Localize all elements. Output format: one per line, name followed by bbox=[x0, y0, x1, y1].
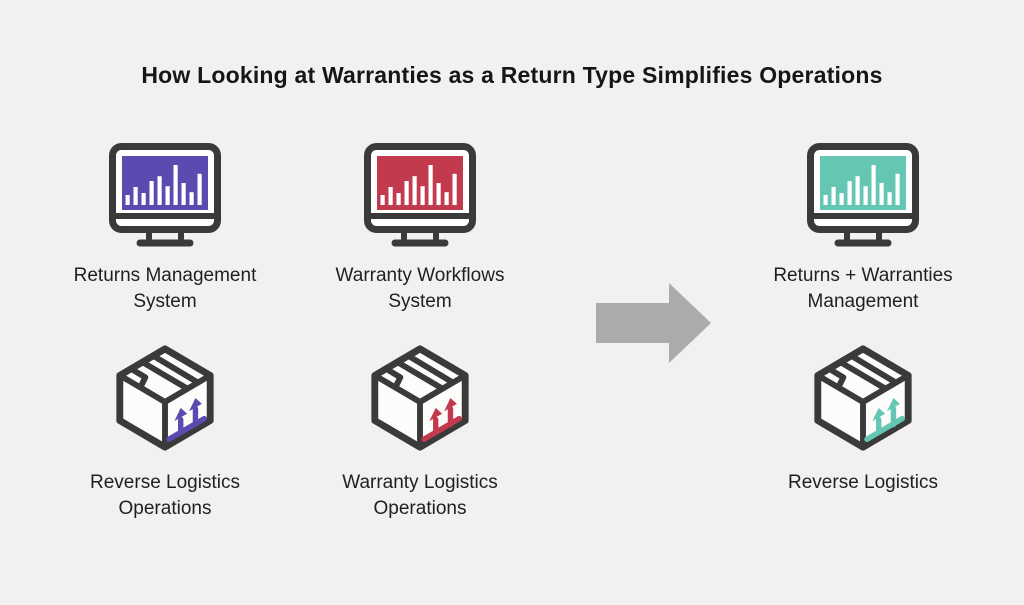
bar-chart-bars bbox=[380, 165, 457, 205]
box-flap-notch bbox=[129, 365, 149, 391]
card-reverse-logistics-operations: Reverse Logistics Operations bbox=[35, 342, 295, 522]
monitor-bar-chart-icon bbox=[364, 143, 476, 247]
bar-chart-bars bbox=[823, 165, 900, 205]
box-tape bbox=[838, 353, 897, 391]
card-warranty-logistics-operations: Warranty Logistics Operations bbox=[290, 342, 550, 522]
monitor-bar-chart-icon bbox=[807, 143, 919, 247]
card-label: Returns Management System bbox=[73, 265, 257, 312]
card-label: Reverse Logistics bbox=[788, 472, 938, 493]
arrow-right-shape bbox=[596, 283, 711, 363]
arrow-right-icon bbox=[596, 283, 711, 363]
this-side-up-arrows-icon bbox=[864, 398, 905, 442]
package-box-arrows-up-icon bbox=[814, 345, 912, 451]
package-box-arrows-up-icon bbox=[371, 345, 469, 451]
card-warranty-workflows-system: Warranty Workflows System bbox=[290, 143, 550, 315]
bar-chart-bars bbox=[125, 165, 202, 205]
box-tape bbox=[395, 353, 454, 391]
card-returns-management-system: Returns Management System bbox=[35, 143, 295, 315]
card-label: Warranty Workflows System bbox=[335, 265, 505, 312]
box-flap-notch bbox=[384, 365, 404, 391]
box-tape bbox=[140, 353, 199, 391]
box-flap-notch bbox=[827, 365, 847, 391]
card-returns-warranties-management: Returns + Warranties Management bbox=[733, 143, 993, 315]
card-label: Warranty Logistics Operations bbox=[342, 472, 498, 519]
package-box-arrows-up-icon bbox=[116, 345, 214, 451]
page-title: How Looking at Warranties as a Return Ty… bbox=[141, 62, 883, 88]
card-reverse-logistics: Reverse Logistics bbox=[733, 342, 993, 496]
card-label: Returns + Warranties Management bbox=[773, 265, 953, 312]
this-side-up-arrows-icon bbox=[166, 398, 207, 442]
this-side-up-arrows-icon bbox=[421, 398, 463, 442]
card-label: Reverse Logistics Operations bbox=[90, 472, 240, 519]
monitor-bar-chart-icon bbox=[109, 143, 221, 247]
